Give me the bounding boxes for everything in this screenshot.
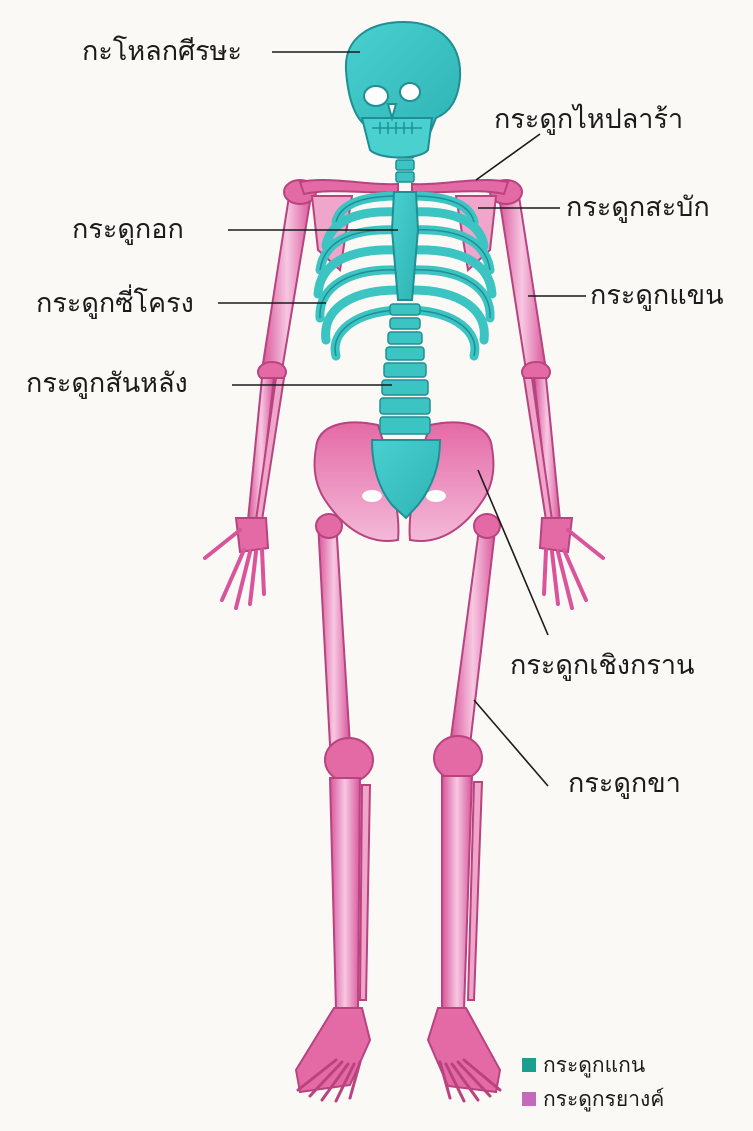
label-spine: กระดูกสันหลัง (26, 370, 188, 397)
legs (296, 514, 500, 1101)
leader-clavicle (476, 134, 540, 180)
label-leg: กระดูกขา (568, 770, 681, 797)
obturator-right (426, 490, 446, 502)
eye-socket-left (364, 86, 388, 106)
jaw (362, 118, 432, 158)
legend-swatch-axial (522, 1058, 536, 1072)
label-pelvis: กระดูกเชิงกราน (510, 652, 694, 679)
leader-leg (474, 700, 548, 786)
left-foot (296, 1008, 370, 1092)
legend: กระดูกแกน กระดูกรยางค์ (522, 1052, 747, 1122)
label-arm: กระดูกแขน (590, 282, 724, 309)
skull (346, 22, 460, 158)
left-tibia (330, 778, 360, 1010)
eye-socket-right (400, 83, 420, 101)
legend-label-appendicular: กระดูกรยางค์ (543, 1083, 664, 1116)
left-humerus (262, 190, 312, 370)
legend-swatch-appendicular (522, 1092, 536, 1106)
label-ribs: กระดูกซี่โครง (36, 290, 194, 317)
left-fibula (360, 785, 370, 1000)
right-knee (434, 736, 482, 780)
legend-label-axial: กระดูกแกน (543, 1049, 645, 1082)
left-knee (325, 738, 373, 782)
sternum-bone (392, 192, 418, 300)
right-humerus (498, 190, 546, 370)
label-skull: กะโหลกศีรษะ (82, 38, 242, 65)
right-femur (450, 522, 496, 745)
legend-item-axial: กระดูกแกน (522, 1052, 645, 1078)
right-hand (540, 518, 572, 552)
label-clavicle: กระดูกไหปลาร้า (494, 106, 683, 133)
right-clavicle (412, 180, 508, 194)
left-femur (318, 522, 350, 745)
obturator-left (362, 490, 382, 502)
right-tibia (442, 776, 472, 1010)
legend-item-appendicular: กระดูกรยางค์ (522, 1086, 664, 1112)
left-clavicle (300, 180, 398, 194)
label-sternum: กระดูกอก (72, 216, 184, 243)
right-femur-head (474, 514, 500, 538)
label-scapula: กระดูกสะบัก (566, 194, 710, 221)
left-hand (236, 518, 268, 552)
